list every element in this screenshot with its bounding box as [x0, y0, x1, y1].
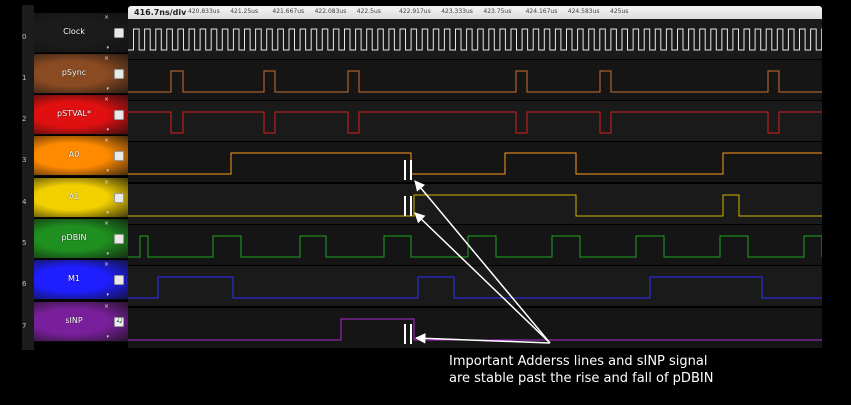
time-tick-label: 424.583us: [567, 8, 600, 15]
channel-name: Clock: [63, 27, 85, 36]
channel-close-icon[interactable]: ×: [103, 96, 109, 103]
time-scale-label[interactable]: 416.7ns/div: [134, 8, 187, 17]
channel-name: pSTVAL*: [57, 109, 91, 118]
waveform-lane: [128, 308, 822, 348]
channel-tile-pstval[interactable]: × pSTVAL* ▾: [34, 95, 128, 135]
channel-name: pSync: [61, 68, 87, 77]
channel-tile-sinp[interactable]: × sINP ▾: [34, 302, 128, 342]
timeline-header[interactable]: 416.7ns/div 420.833us 421.25us 421.667us 42…: [128, 6, 822, 19]
channel-index: 6: [22, 280, 27, 288]
time-tick-label: 422.917us: [399, 8, 431, 15]
waveform-lane: [128, 142, 822, 182]
checkbox-icon[interactable]: [114, 110, 124, 120]
waveform-trace-psync: [128, 70, 822, 93]
waveform-lane: [128, 266, 822, 306]
channel-index: 2: [22, 115, 27, 123]
channel-tile-m1[interactable]: × M1 ▾: [34, 260, 128, 300]
channel-name: pDBIN: [61, 233, 87, 242]
waveform-trace-a1: [128, 194, 822, 217]
time-tick-label: 424.167us: [525, 8, 558, 15]
time-tick-label: 422.5us: [356, 8, 381, 15]
time-tick-label: 423.75us: [483, 8, 512, 15]
waveform-lane: [128, 60, 822, 100]
channel-index: 4: [22, 198, 27, 206]
channel-index: 1: [22, 74, 27, 82]
time-tick-label: 422.083us: [314, 8, 347, 15]
channel-close-icon[interactable]: ×: [103, 220, 109, 227]
checkbox-icon[interactable]: [114, 275, 124, 285]
channel-tile-pdbin[interactable]: × pDBIN ▾: [34, 219, 128, 259]
channel-close-icon[interactable]: ×: [103, 303, 109, 310]
channel-expand-icon[interactable]: ▾: [106, 168, 109, 174]
channel-name: A0: [68, 150, 80, 159]
waveform-trace-clock: [128, 28, 822, 51]
channel-expand-icon[interactable]: ▾: [106, 210, 109, 216]
checkbox-icon[interactable]: [114, 234, 124, 244]
channel-name: A1: [68, 192, 80, 201]
channel-tile-psync[interactable]: × pSync ▾: [34, 54, 128, 94]
channel-expand-icon[interactable]: ▾: [106, 86, 109, 92]
channel-close-icon[interactable]: ×: [103, 261, 109, 268]
waveform-lane: [128, 225, 822, 265]
time-tick-label: 425us: [610, 8, 629, 15]
waveform-lane: [128, 101, 822, 141]
channel-index: 5: [22, 239, 27, 247]
channel-name: M1: [68, 274, 80, 283]
channel-close-icon[interactable]: ×: [103, 14, 109, 21]
checkbox-icon[interactable]: [114, 69, 124, 79]
channel-close-icon[interactable]: ×: [103, 55, 109, 62]
channel-name: sINP: [65, 316, 83, 325]
time-tick-label: 421.25us: [230, 8, 259, 15]
checkbox-icon[interactable]: [114, 28, 124, 38]
waveform-trace-pstval: [128, 111, 822, 134]
channel-expand-icon[interactable]: ▾: [106, 45, 109, 51]
time-tick-label: 423.333us: [441, 8, 473, 15]
checkbox-icon[interactable]: [114, 151, 124, 161]
waveform-lane: [128, 184, 822, 224]
channel-close-icon[interactable]: ×: [103, 137, 109, 144]
checkbox-icon[interactable]: [114, 193, 124, 203]
channel-close-icon[interactable]: ×: [103, 179, 109, 186]
time-tick-label: 420.833us: [188, 8, 220, 15]
annotation-line-1: Important Adderss lines and sINP signal: [449, 354, 708, 369]
waveform-area[interactable]: [128, 19, 822, 349]
channel-expand-icon[interactable]: ▾: [106, 127, 109, 133]
channel-tile-clock[interactable]: × Clock ▾: [34, 13, 128, 53]
annotation-line-2: are stable past the rise and fall of pDB…: [449, 371, 714, 386]
channel-expand-icon[interactable]: ▾: [106, 334, 109, 340]
channel-index: 3: [22, 156, 27, 164]
channel-tile-a0[interactable]: × A0 ▾: [34, 136, 128, 176]
waveform-lane: [128, 19, 822, 59]
channel-tile-a1[interactable]: × A1 ▾: [34, 178, 128, 218]
channel-expand-icon[interactable]: ▾: [106, 292, 109, 298]
channel-index: 0: [22, 33, 27, 41]
channel-index: 7: [22, 322, 27, 330]
waveform-trace-a0: [128, 152, 822, 175]
time-tick-label: 421.667us: [272, 8, 305, 15]
music-note-icon[interactable]: [114, 315, 124, 327]
channel-expand-icon[interactable]: ▾: [106, 251, 109, 257]
channel-index-column: [22, 5, 34, 350]
annotation-text: Important Adderss lines and sINP signal …: [449, 353, 713, 387]
